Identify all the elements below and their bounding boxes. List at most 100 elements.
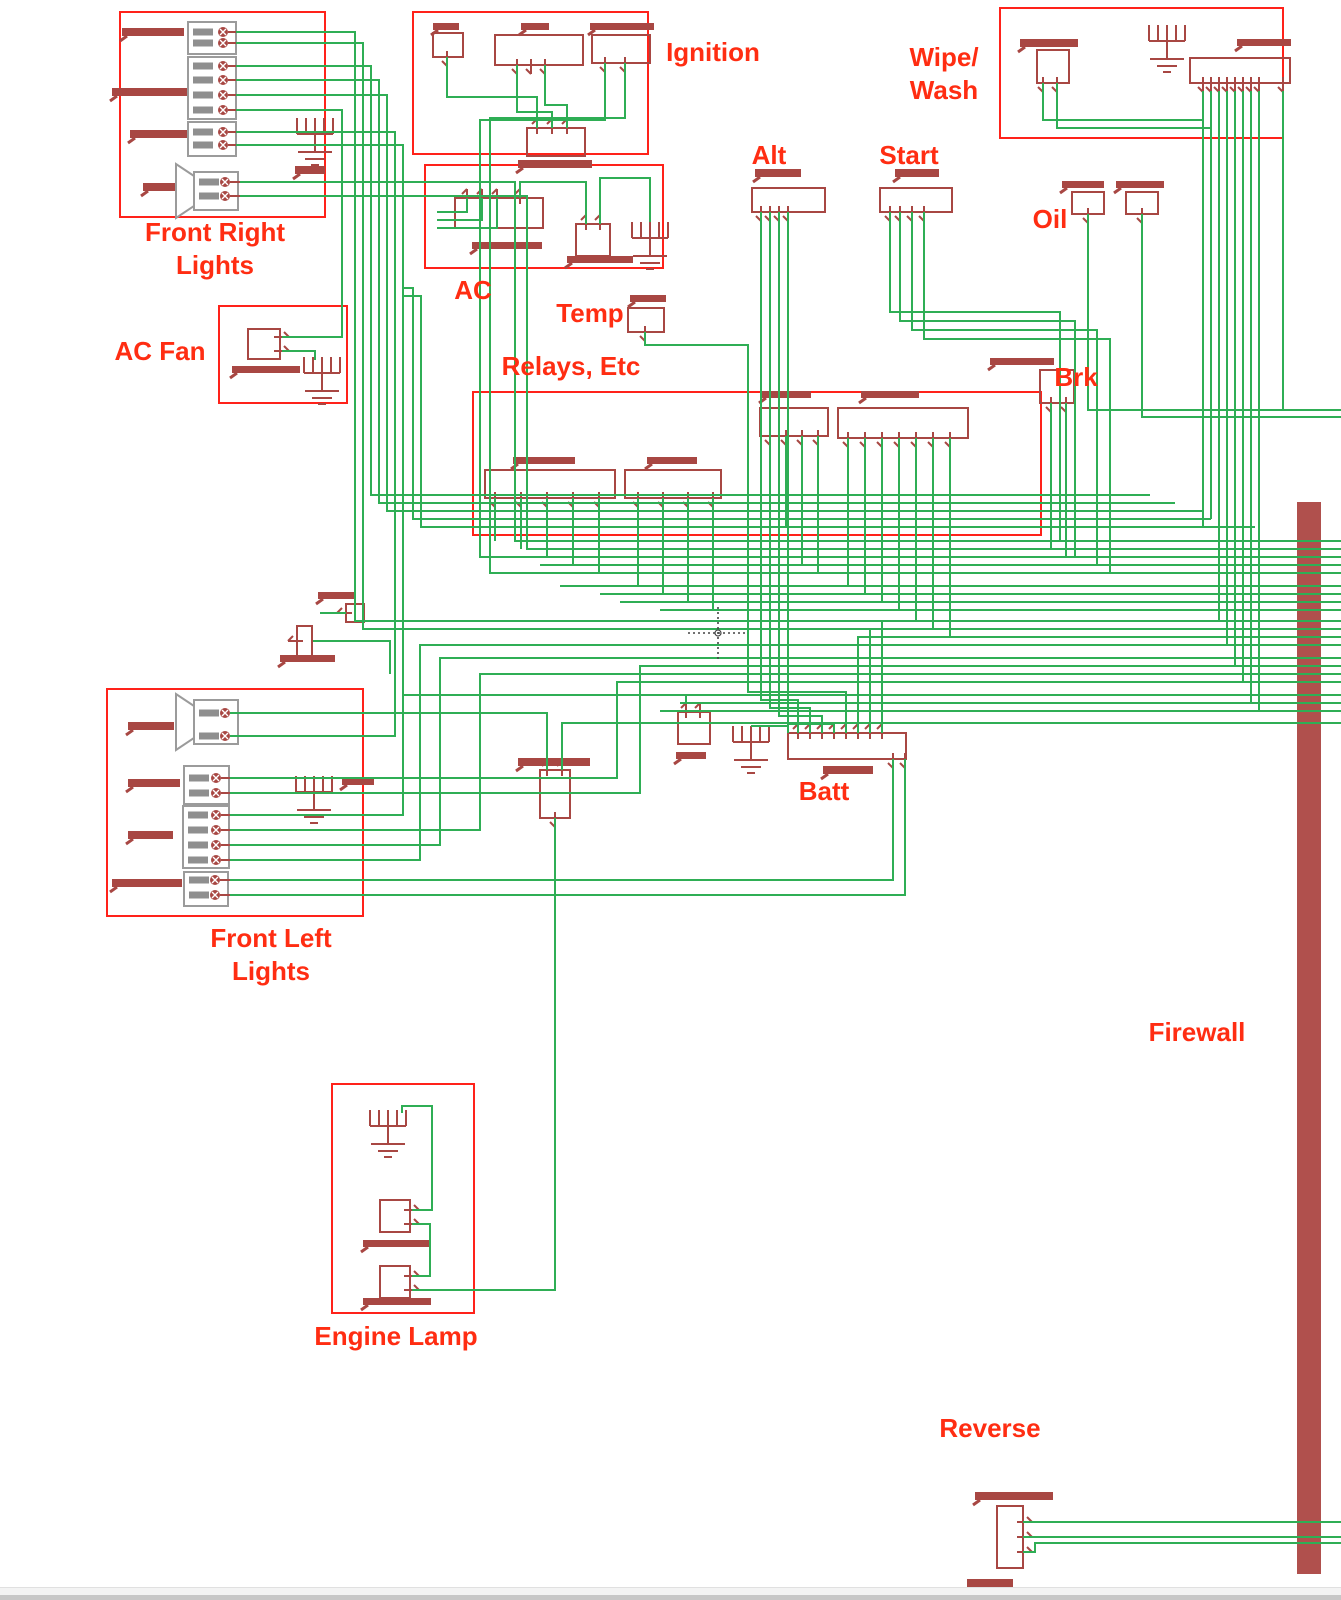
net-bar[interactable] [232, 366, 300, 373]
ground-symbol[interactable] [303, 357, 341, 405]
net-bar[interactable] [823, 766, 873, 774]
net-bar[interactable] [342, 777, 374, 785]
ground-symbol[interactable] [732, 726, 770, 774]
label-front-right-lights[interactable]: Front Right [145, 217, 285, 247]
net-bar[interactable] [280, 655, 335, 662]
wire[interactable] [230, 681, 1341, 779]
wire[interactable] [857, 636, 1341, 733]
connector[interactable] [494, 34, 584, 66]
wire[interactable] [769, 212, 811, 733]
wire[interactable] [923, 212, 1111, 573]
wire[interactable] [751, 725, 789, 733]
net-bar[interactable] [630, 295, 666, 302]
group-box-ignition[interactable] [412, 11, 649, 155]
wire[interactable] [236, 94, 1203, 512]
connector[interactable] [1036, 49, 1070, 84]
scrollbar-thumb[interactable] [0, 1595, 1341, 1600]
wire[interactable] [230, 665, 1341, 794]
lamp-module[interactable] [193, 171, 239, 211]
label-reverse[interactable]: Reverse [939, 1413, 1040, 1443]
label-alt[interactable]: Alt [752, 140, 787, 170]
wire[interactable] [437, 198, 468, 213]
wire[interactable] [437, 198, 483, 221]
wire[interactable] [561, 722, 1341, 770]
label-wipe-wash[interactable]: Wipe/ [909, 42, 978, 72]
wire[interactable] [282, 350, 316, 360]
net-bar[interactable] [1237, 39, 1291, 46]
net-bar[interactable] [521, 23, 549, 30]
connector[interactable] [677, 711, 711, 745]
net-bar[interactable] [112, 879, 182, 887]
net-bar[interactable] [472, 242, 542, 249]
wire[interactable] [230, 644, 1341, 861]
net-bar[interactable] [761, 391, 811, 398]
connector[interactable] [379, 1265, 411, 1299]
connector[interactable] [837, 407, 969, 439]
net-bar[interactable] [518, 160, 592, 168]
connector[interactable] [526, 127, 586, 157]
wire[interactable] [1042, 83, 1203, 121]
net-bar[interactable] [1062, 181, 1104, 188]
label-batt[interactable]: Batt [799, 776, 850, 806]
connector[interactable] [379, 1199, 411, 1233]
label-wipe-wash[interactable]: Wash [910, 75, 978, 105]
connector[interactable] [454, 197, 544, 229]
connector[interactable] [1189, 57, 1291, 84]
net-bar[interactable] [122, 28, 184, 36]
label-firewall[interactable]: Firewall [1149, 1017, 1246, 1047]
wire[interactable] [236, 144, 1341, 696]
net-bar[interactable] [990, 358, 1054, 365]
label-temp[interactable]: Temp [556, 298, 623, 328]
label-front-left-lights[interactable]: Front Left [210, 923, 332, 953]
label-brk[interactable]: Brk [1054, 362, 1098, 392]
group-box-front-left-lights[interactable] [106, 688, 364, 917]
net-bar[interactable] [363, 1240, 429, 1247]
wire[interactable] [236, 79, 1175, 504]
group-box-ac-fan[interactable] [218, 305, 348, 404]
wire[interactable] [644, 332, 847, 733]
wire[interactable] [313, 640, 391, 674]
wire[interactable] [236, 65, 1150, 496]
label-front-left-lights[interactable]: Lights [232, 956, 310, 986]
net-bar[interactable] [433, 23, 459, 30]
net-bar[interactable] [647, 457, 697, 464]
wire[interactable] [889, 212, 1061, 541]
label-ac-fan[interactable]: AC Fan [115, 336, 206, 366]
wire[interactable] [230, 759, 894, 881]
label-relays-etc[interactable]: Relays, Etc [502, 351, 641, 381]
wire[interactable] [230, 657, 1341, 846]
lamp-module[interactable] [187, 21, 237, 55]
net-bar[interactable] [318, 592, 356, 599]
net-bar[interactable] [1020, 39, 1078, 47]
net-bar[interactable] [128, 831, 173, 839]
net-bar[interactable] [861, 391, 919, 398]
wire[interactable] [479, 63, 1341, 558]
wire[interactable] [519, 181, 587, 224]
net-bar[interactable] [128, 779, 180, 787]
ground-symbol[interactable] [631, 222, 669, 270]
net-bar[interactable] [975, 1492, 1053, 1500]
wire[interactable] [236, 109, 343, 338]
wire[interactable] [230, 759, 906, 896]
wire[interactable] [236, 31, 1341, 622]
wire[interactable] [911, 212, 1098, 565]
connector[interactable] [575, 223, 611, 257]
wire[interactable] [403, 295, 1255, 528]
net-bar[interactable] [518, 758, 590, 766]
ground-symbol[interactable] [1148, 25, 1186, 73]
wire[interactable] [240, 181, 1341, 542]
connector[interactable] [591, 34, 651, 64]
connector[interactable] [879, 187, 953, 213]
wire[interactable] [599, 177, 651, 224]
wire[interactable] [403, 287, 1211, 520]
label-oil[interactable]: Oil [1033, 204, 1068, 234]
net-bar[interactable] [143, 183, 188, 191]
net-bar[interactable] [590, 23, 654, 30]
lamp-module[interactable] [187, 121, 237, 157]
wire[interactable] [412, 1223, 431, 1277]
wire[interactable] [1087, 214, 1341, 411]
group-box-engine-lamp[interactable] [331, 1083, 475, 1314]
net-bar[interactable] [128, 722, 174, 730]
connector[interactable] [484, 469, 616, 499]
